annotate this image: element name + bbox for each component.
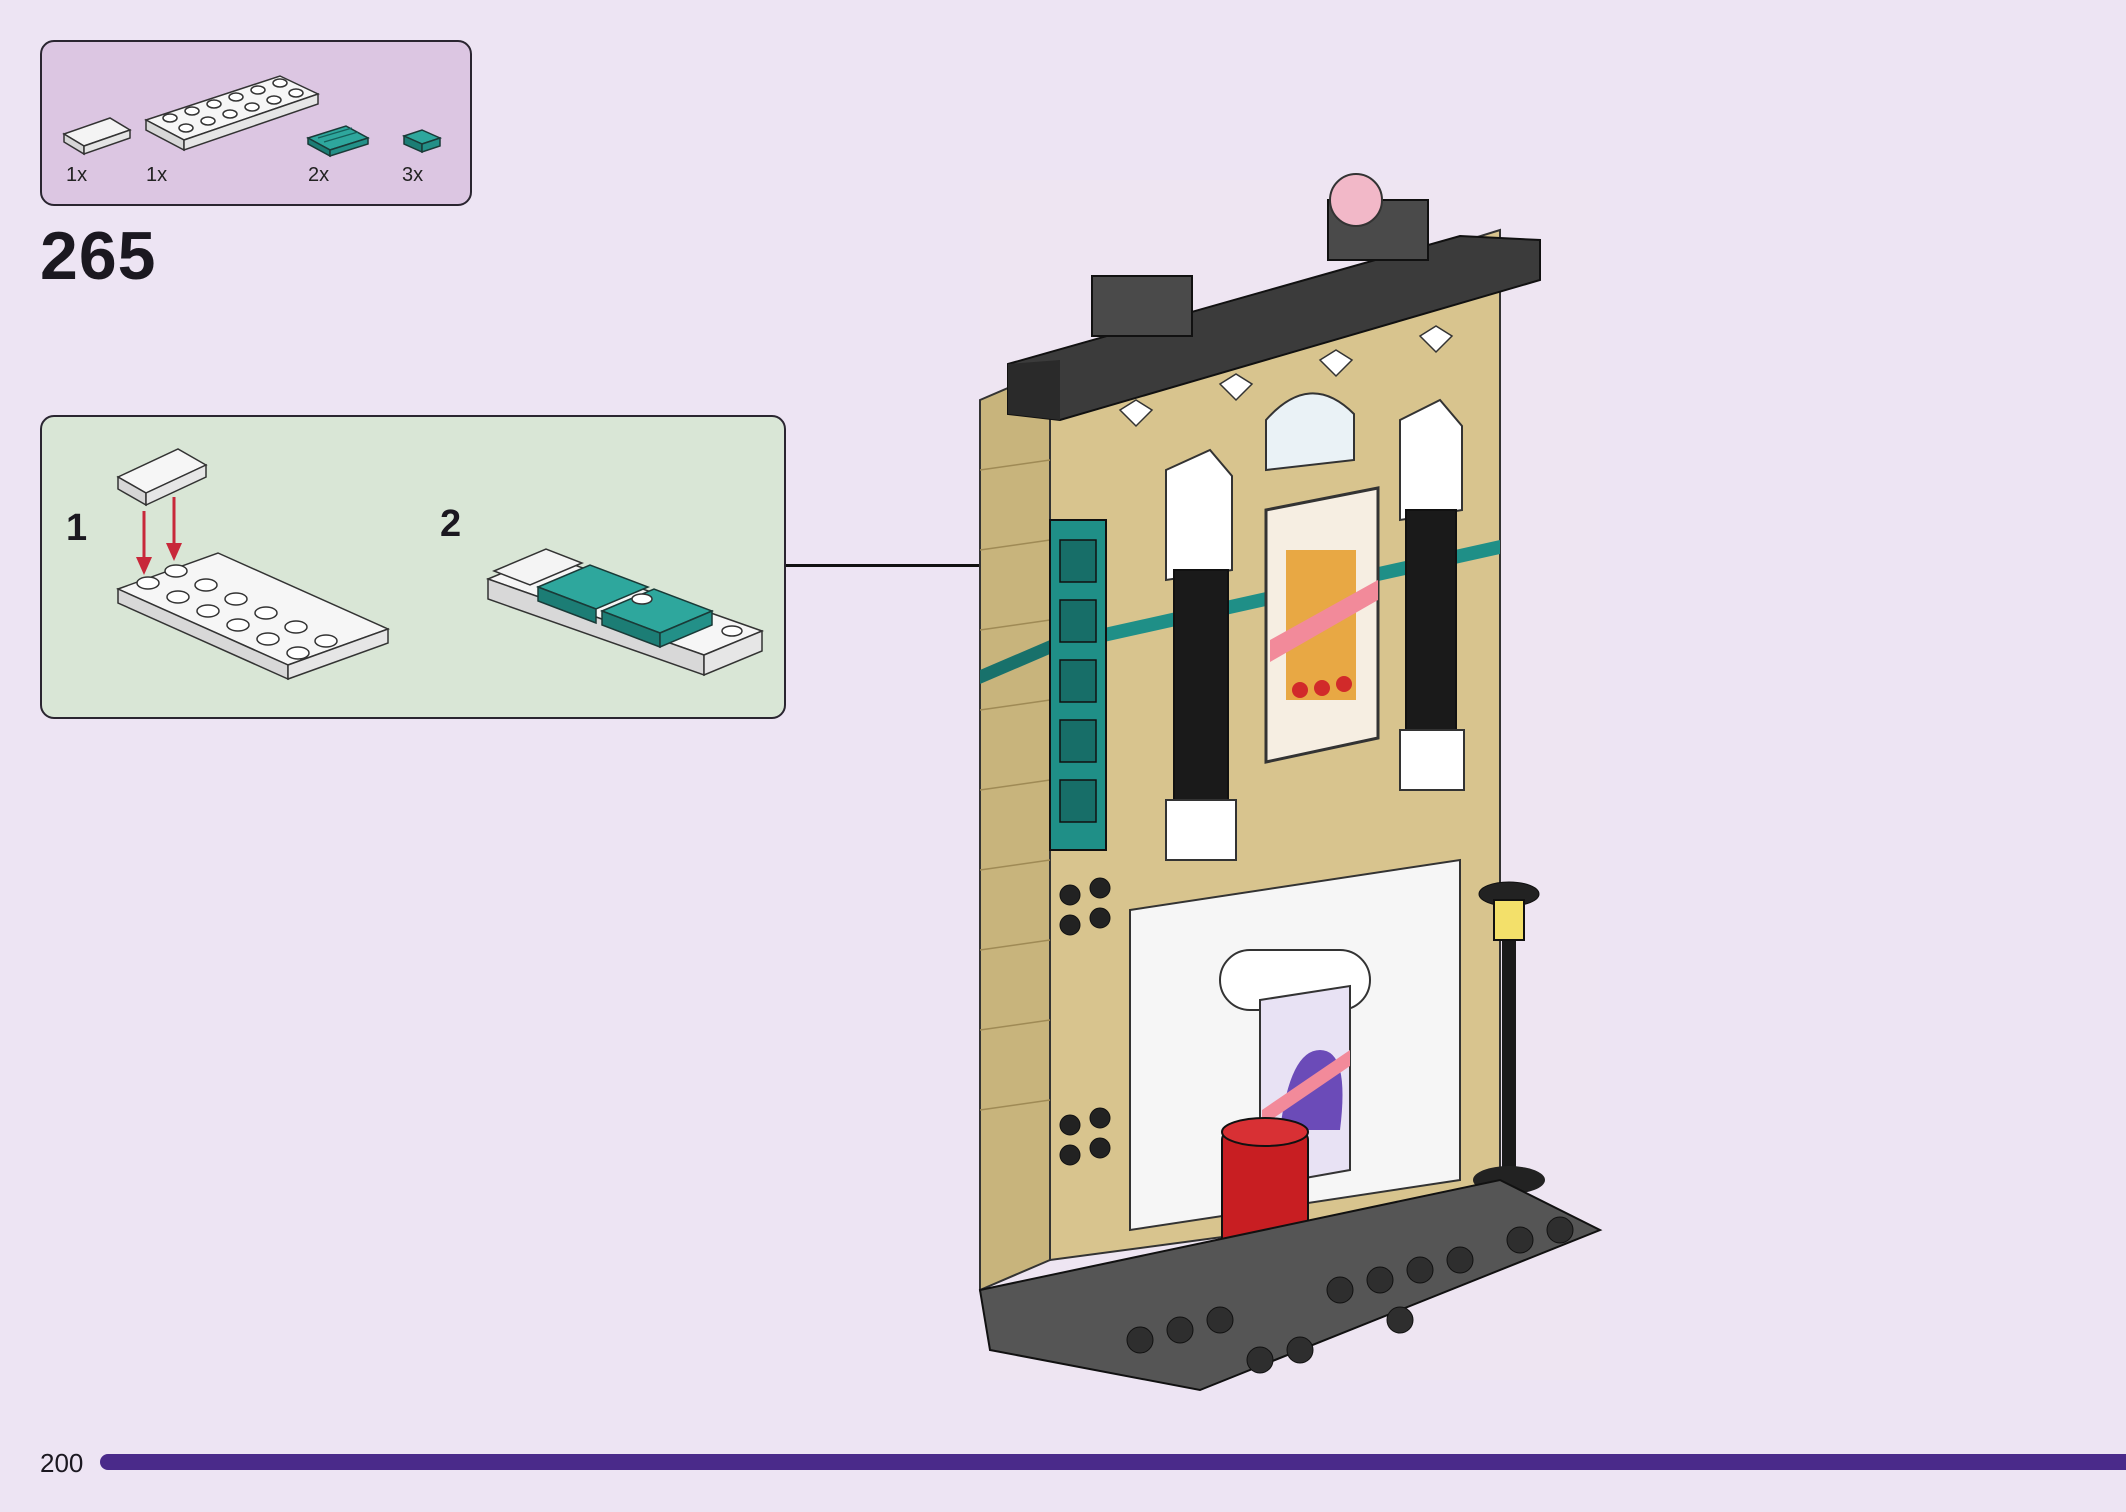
sub-step-number: 2 (440, 503, 462, 545)
step-number: 265 (40, 218, 157, 294)
red-arrow-icon (136, 497, 182, 575)
teal-grille-tile-icon (306, 125, 370, 158)
part-qty: 2x (308, 164, 330, 186)
teal-tile-icon (401, 129, 443, 154)
sub-step-2-illustration (485, 548, 765, 677)
part-qty: 1x (66, 164, 88, 186)
part-qty: 3x (402, 164, 424, 186)
callout-pointer-line (786, 564, 1046, 567)
parts-illustrations (62, 75, 443, 158)
upper-poster (1264, 486, 1380, 764)
part-qty: 1x (146, 164, 168, 186)
white-plate-icon (144, 75, 320, 152)
sub-assembly-callout: 1 2 (40, 415, 786, 719)
theater-facade-model (978, 173, 1603, 1392)
sub-step-1-illustration (115, 448, 391, 681)
parts-list-box: 1x 1x 2x 3x (40, 40, 472, 206)
sub-assembly-illustrations (115, 448, 765, 681)
teal-tile-column (1049, 519, 1107, 851)
progress-bar (100, 1454, 2126, 1470)
white-tile-icon (62, 117, 132, 156)
page-number: 200 (40, 1448, 84, 1478)
sub-step-number: 1 (66, 507, 88, 549)
